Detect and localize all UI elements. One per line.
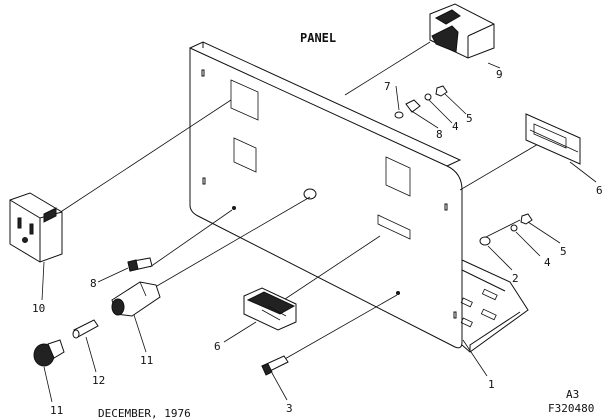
- nut-5: [435, 85, 448, 97]
- rocker-switch: [429, 3, 495, 59]
- fuse-cap: [33, 339, 65, 367]
- spacer-8: [405, 99, 421, 113]
- label-plate: [525, 113, 581, 165]
- callout-6-right: 6: [596, 184, 603, 197]
- nut-5b: [520, 213, 533, 225]
- leader-switch: [344, 41, 431, 96]
- callout-8-top: 8: [436, 128, 443, 141]
- figure-number: F320480: [548, 402, 594, 415]
- callout-lines: [41, 62, 597, 403]
- callout-9: 9: [496, 68, 503, 81]
- leader-screw-3: [282, 294, 398, 361]
- sheet-ref: A3: [566, 388, 579, 401]
- main-panel: [189, 41, 529, 353]
- fuse-holder: [111, 281, 161, 317]
- leader-bolt-8: [149, 209, 233, 268]
- callout-2: 2: [512, 272, 519, 285]
- leader-lines: [55, 41, 546, 361]
- callout-4-right: 4: [544, 256, 551, 269]
- leader-lens: [275, 235, 381, 306]
- indicator-lens: [243, 287, 297, 331]
- leader-outlet: [55, 99, 232, 216]
- outlet-receptacle: [9, 192, 63, 263]
- leader-plate-6: [459, 139, 546, 191]
- lockwasher-4: [424, 93, 432, 101]
- callout-3: 3: [286, 402, 293, 415]
- callout-7: 7: [384, 80, 391, 93]
- lockwasher-4b: [510, 224, 518, 232]
- leader-holder: [149, 196, 311, 291]
- callout-5-right: 5: [560, 245, 567, 258]
- callout-6-lens: 6: [214, 340, 221, 353]
- callout-4-top: 4: [452, 120, 459, 133]
- callout-8-left: 8: [90, 277, 97, 290]
- callout-1: 1: [488, 378, 495, 391]
- washer-2: [479, 236, 491, 246]
- bolt-8: [127, 257, 153, 272]
- revision-date: DECEMBER, 1976: [98, 407, 191, 420]
- callout-12: 12: [92, 374, 105, 387]
- hardware-right: [479, 213, 533, 246]
- callout-5-top: 5: [466, 112, 473, 125]
- leader-nut-right: [479, 219, 521, 241]
- callout-11-holder: 11: [140, 354, 153, 367]
- fuse-12: [72, 319, 99, 339]
- diagram-title: PANEL: [300, 31, 336, 45]
- screw-3: [261, 355, 289, 376]
- washer-7: [394, 111, 404, 119]
- callout-10: 10: [32, 302, 45, 315]
- callout-11-cap: 11: [50, 404, 63, 417]
- hardware-top: [394, 85, 448, 119]
